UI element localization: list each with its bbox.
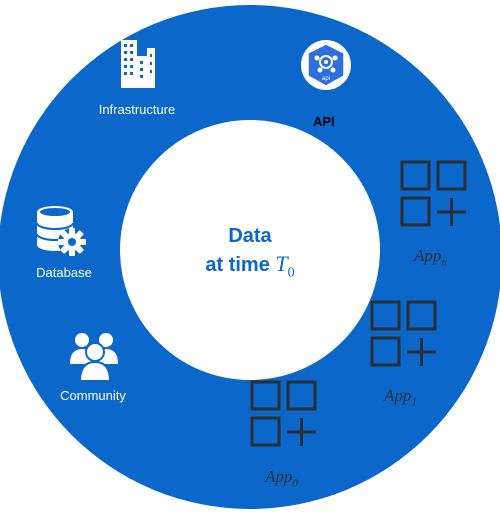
time-var-sub: 0 [287,265,295,281]
api-hexagon-icon: api [301,40,351,90]
database-gear-icon [36,206,86,256]
api-label: API [313,114,335,129]
api-badge-text: api [322,76,330,82]
community-label: Community [60,388,126,403]
infrastructure-label: Infrastructure [98,102,176,117]
app-0-sub: 0 [292,477,298,490]
center-title: Data at time T0 [150,222,350,287]
app-1-sub: 1 [411,396,417,409]
app-n-sub: n [441,256,447,269]
building-icon [121,40,155,88]
app-0-label: App0 [265,467,298,489]
apps-grid-icon-1 [370,300,437,367]
app-0-base: App [265,467,293,486]
app-1-label: App1 [384,386,417,408]
center-title-line1: Data [228,225,272,247]
time-variable: T0 [275,251,294,280]
inner-circle [120,120,380,380]
center-title-prefix: at time [205,254,270,276]
app-n-base: App [414,246,442,265]
database-label: Database [36,265,92,280]
app-n-label: Appn [414,246,447,268]
app-1-base: App [384,386,412,405]
apps-grid-icon-0 [250,380,317,447]
center-title-line2: at time T0 [150,250,350,287]
time-var-base: T [275,251,288,276]
people-icon [70,333,118,382]
apps-grid-icon-n [400,160,467,227]
